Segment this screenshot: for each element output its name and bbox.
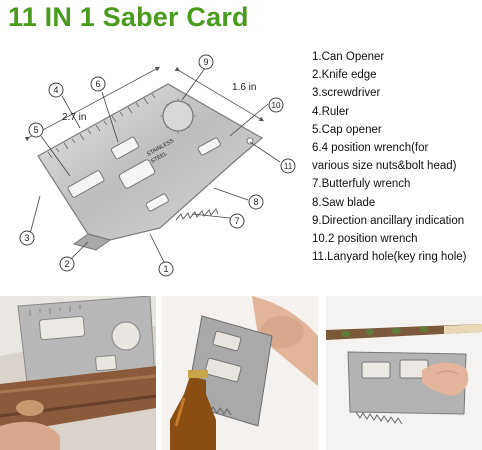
feature-item: 5.Cap opener bbox=[312, 123, 382, 136]
wrench-cutout bbox=[118, 159, 156, 189]
callout-1: 1 bbox=[158, 261, 174, 277]
callout-7: 7 bbox=[229, 213, 245, 229]
callout-10: 10 bbox=[268, 97, 284, 113]
callout-8: 8 bbox=[248, 194, 264, 210]
svg-text:10: 10 bbox=[272, 101, 281, 110]
feature-item: 9.Direction ancillary indication bbox=[312, 214, 465, 227]
svg-text:6: 6 bbox=[95, 79, 100, 89]
hex-wrench-cutout bbox=[110, 136, 140, 160]
usage-photos bbox=[0, 296, 482, 450]
card-carving-stick-photo bbox=[326, 296, 482, 450]
feature-item: 8.Saw blade bbox=[312, 196, 376, 209]
svg-text:1: 1 bbox=[163, 264, 168, 274]
feature-item: 4.Ruler bbox=[312, 105, 350, 118]
saber-card: STAINLESS STEEL bbox=[37, 83, 264, 251]
feature-item: 10.2 position wrench bbox=[312, 233, 418, 246]
svg-text:4: 4 bbox=[53, 85, 58, 95]
two-position-wrench-cutout bbox=[197, 137, 221, 156]
feature-item: various size nuts&bolt head) bbox=[312, 160, 457, 173]
feature-item: 3.screwdriver bbox=[312, 87, 381, 100]
knife-edge bbox=[72, 233, 112, 251]
page-title: 11 IN 1 Saber Card bbox=[8, 2, 249, 32]
callout-6: 6 bbox=[90, 76, 106, 92]
feature-item: 7.Butterfuly wrench bbox=[312, 178, 411, 191]
dimension-lines bbox=[24, 66, 265, 142]
callout-leaders bbox=[29, 63, 281, 267]
card-cutting-wood-photo bbox=[0, 296, 156, 450]
svg-text:11: 11 bbox=[284, 162, 293, 171]
feature-item: 6.4 position wrench(for bbox=[312, 142, 429, 155]
feature-list: 1.Can Opener 2.Knife edge 3.screwdriver … bbox=[312, 48, 467, 266]
callout-11: 11 bbox=[280, 158, 296, 174]
svg-text:9: 9 bbox=[203, 57, 208, 67]
callout-2: 2 bbox=[59, 256, 75, 272]
svg-text:7: 7 bbox=[234, 216, 239, 226]
svg-text:2: 2 bbox=[64, 259, 69, 269]
feature-item: 1.Can Opener bbox=[312, 51, 385, 63]
card-opening-bottle-photo bbox=[162, 296, 318, 450]
svg-text:3: 3 bbox=[24, 233, 29, 243]
feature-item: 2.Knife edge bbox=[312, 69, 377, 82]
svg-text:8: 8 bbox=[253, 197, 258, 207]
feature-item: 11.Lanyard hole(key ring hole) bbox=[312, 251, 467, 264]
cap-opener-slot bbox=[67, 170, 105, 198]
svg-text:5: 5 bbox=[33, 125, 38, 135]
callout-9: 9 bbox=[198, 54, 214, 70]
saw-blade bbox=[175, 208, 219, 221]
butterfly-wrench-cutout bbox=[145, 193, 169, 212]
width-dimension: 1.6 in bbox=[232, 82, 256, 93]
callout-4: 4 bbox=[48, 82, 64, 98]
product-diagram: STAINLESS STEEL 2.7 in 1.6 in 4 6 5 9 10… bbox=[19, 54, 296, 277]
callout-5: 5 bbox=[28, 122, 44, 138]
callout-3: 3 bbox=[19, 230, 35, 246]
lanyard-hole bbox=[246, 137, 254, 145]
